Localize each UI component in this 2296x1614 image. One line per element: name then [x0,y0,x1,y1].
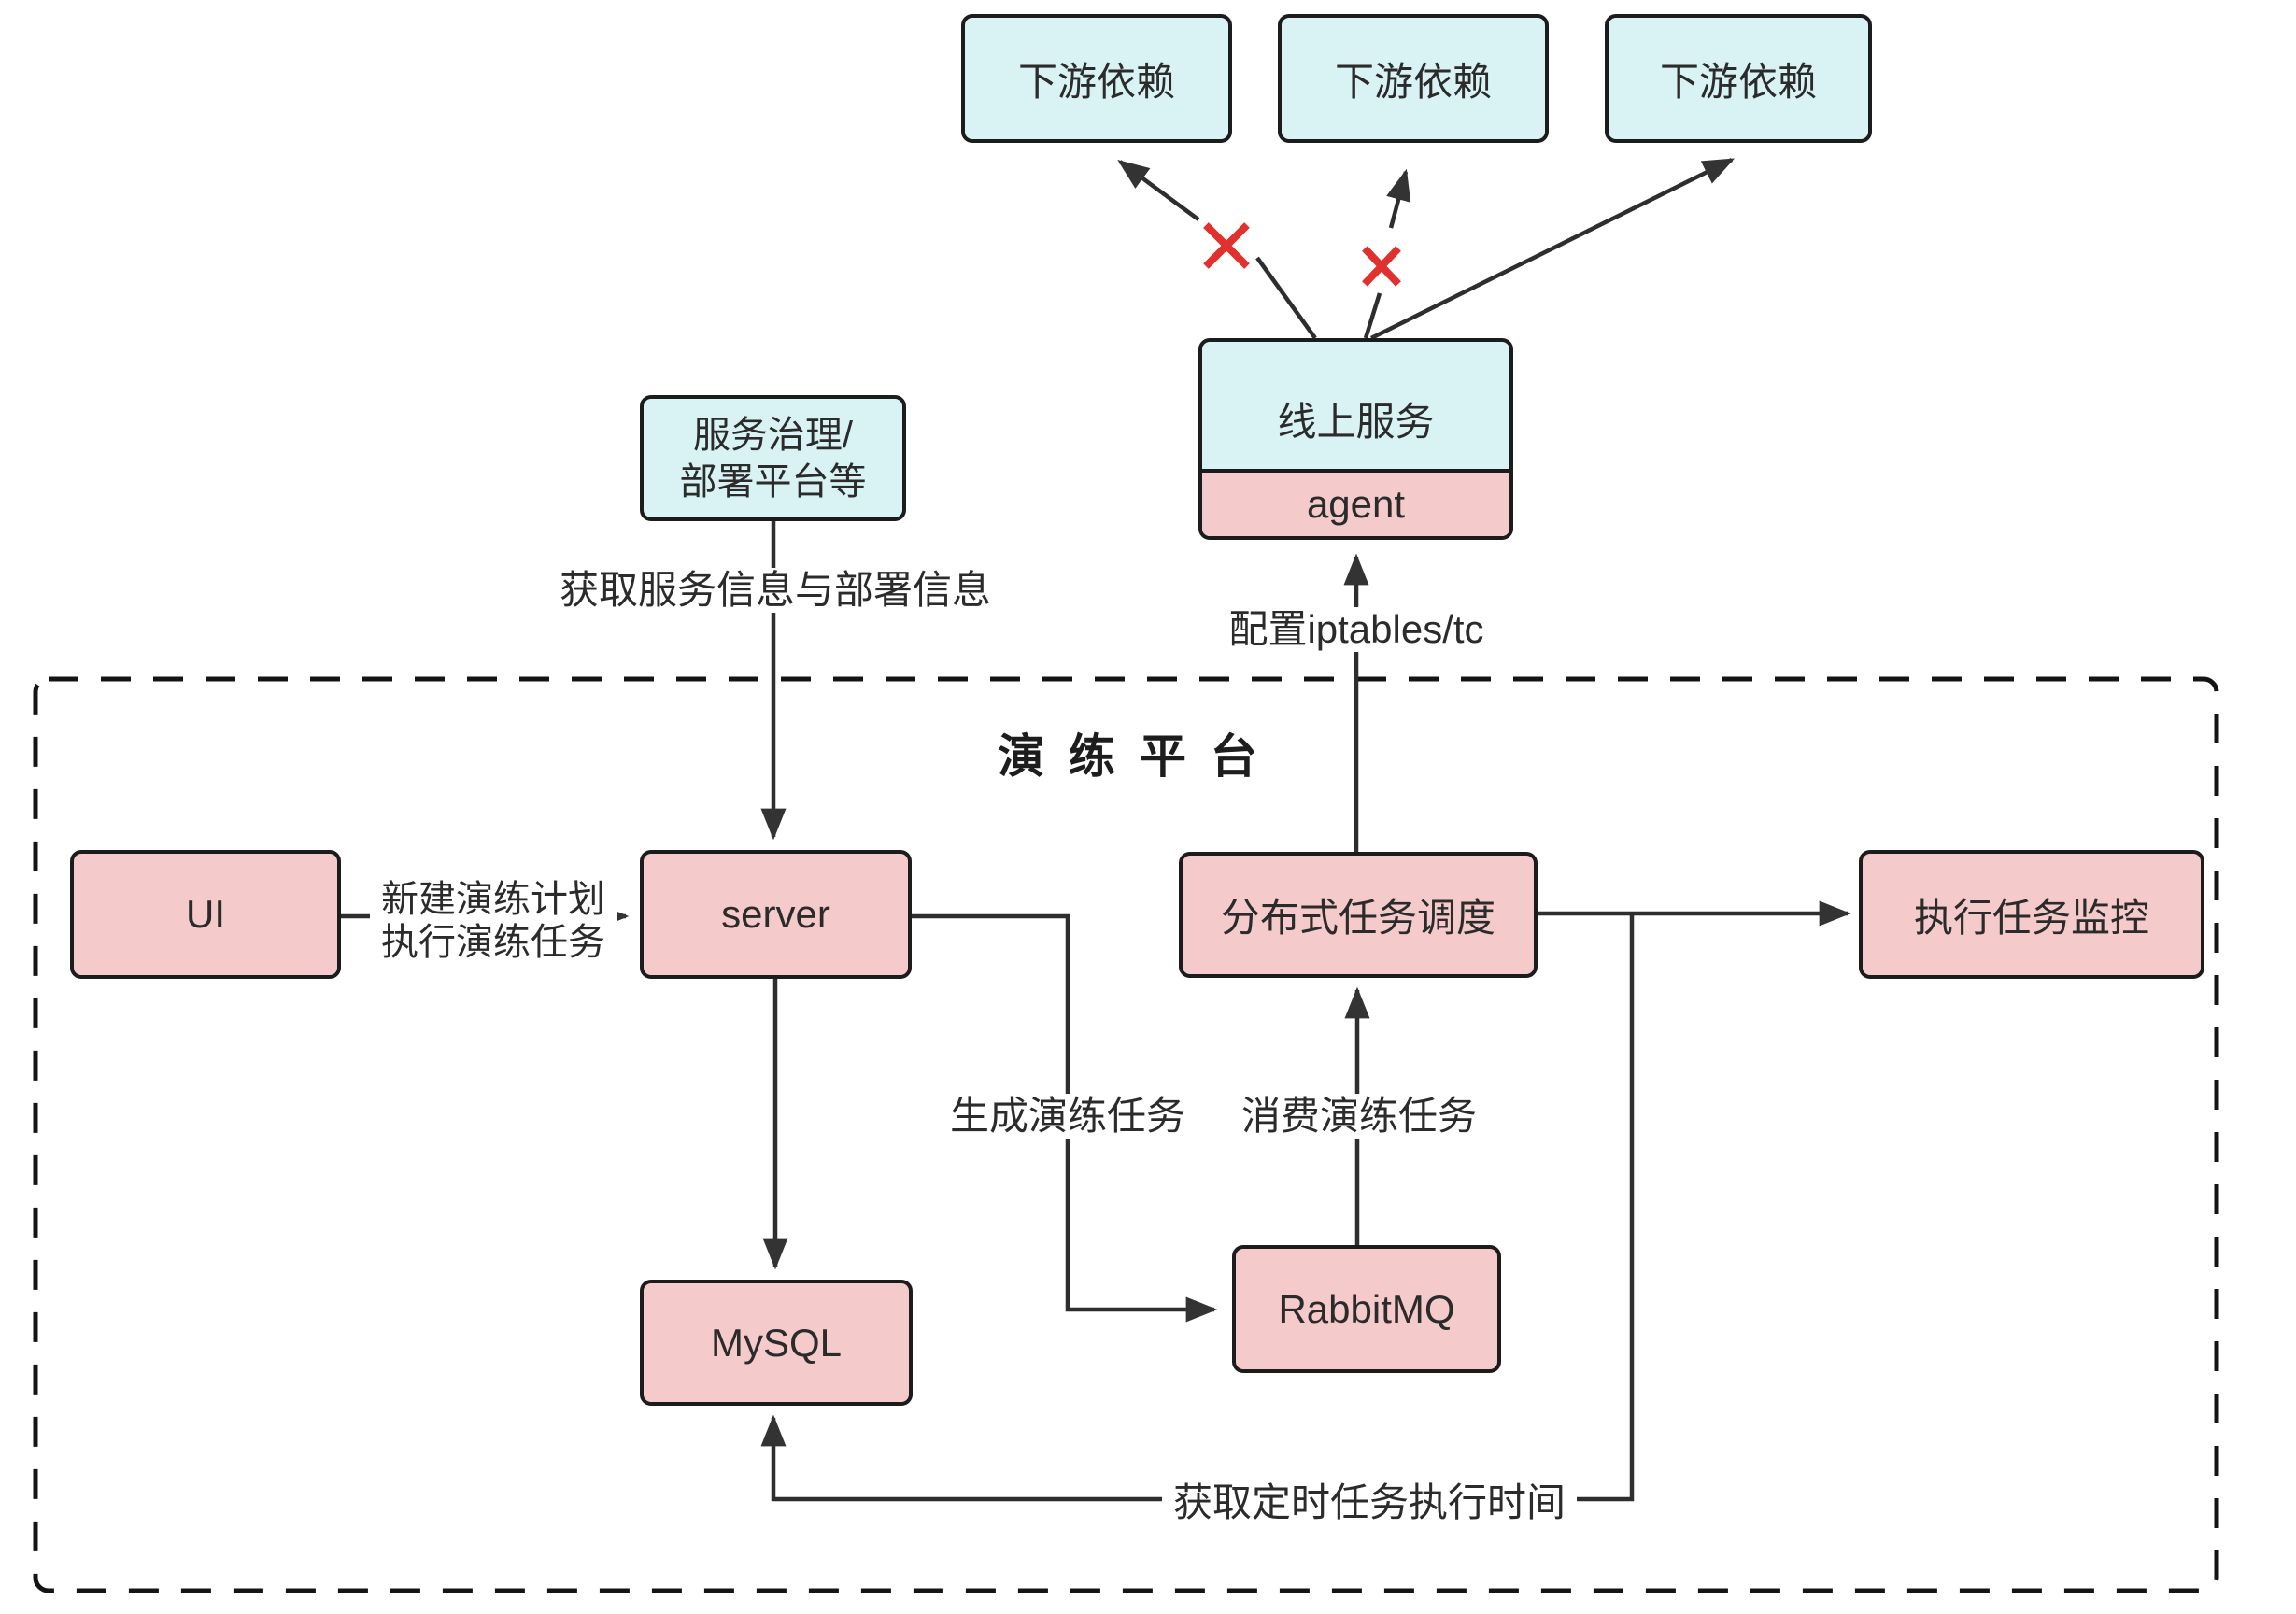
platform-title: 演 练 平 台 [998,730,1263,783]
connector-online-to-downstream3 [1370,157,1736,341]
node-downstream-dependency-2: 下游依赖 [1278,14,1549,143]
edge-label-consume-task: 消费演练任务 [1233,1094,1485,1139]
edge-label-ui-to-server: 新建演练计划 执行演练任务 [370,878,617,964]
governance-label-line2: 部署平台等 [679,460,867,503]
node-downstream-dependency-3: 下游依赖 [1605,14,1872,143]
governance-label-line1: 服务治理/ [692,414,854,456]
edge-label-config-iptables: 配置iptables/tc [1196,607,1517,652]
node-task-monitor: 执行任务监控 [1859,850,2204,979]
node-ui: UI [70,850,341,979]
node-rabbitmq: RabbitMQ [1232,1245,1501,1373]
edge-label-fetch-schedule-time: 获取定时任务执行时间 [1162,1480,1577,1525]
connector-scheduler-to-mysql-timing [760,913,1635,1502]
connector-online-to-downstream1-upper [1117,159,1200,221]
platform-boundary [33,676,2219,1593]
node-mysql: MySQL [640,1280,913,1406]
node-service-governance: 服务治理/ 部署平台等 [640,395,906,521]
node-online-service: 线上服务 agent [1198,338,1513,540]
online-service-label: 线上服务 [1277,399,1435,444]
edge-label-generate-task: 生成演练任务 [942,1094,1194,1139]
edge-label-run-task: 执行演练任务 [381,922,605,963]
edge-label-fetch-service-info: 获取服务信息与部署信息 [537,568,1013,613]
connector-online-to-downstream2-upper [1386,168,1411,229]
node-agent: agent [1202,469,1509,536]
connector-online-to-downstream1-lower [1255,256,1317,340]
broken-connection-x-icon [1362,246,1401,287]
node-server: server [640,850,912,979]
node-downstream-dependency-1: 下游依赖 [961,14,1232,143]
node-distributed-task-scheduler: 分布式任务调度 [1179,852,1538,978]
edge-label-create-plan: 新建演练计划 [381,879,605,920]
broken-connection-x-icon [1203,222,1250,269]
connector-online-to-downstream2-lower [1363,292,1382,339]
